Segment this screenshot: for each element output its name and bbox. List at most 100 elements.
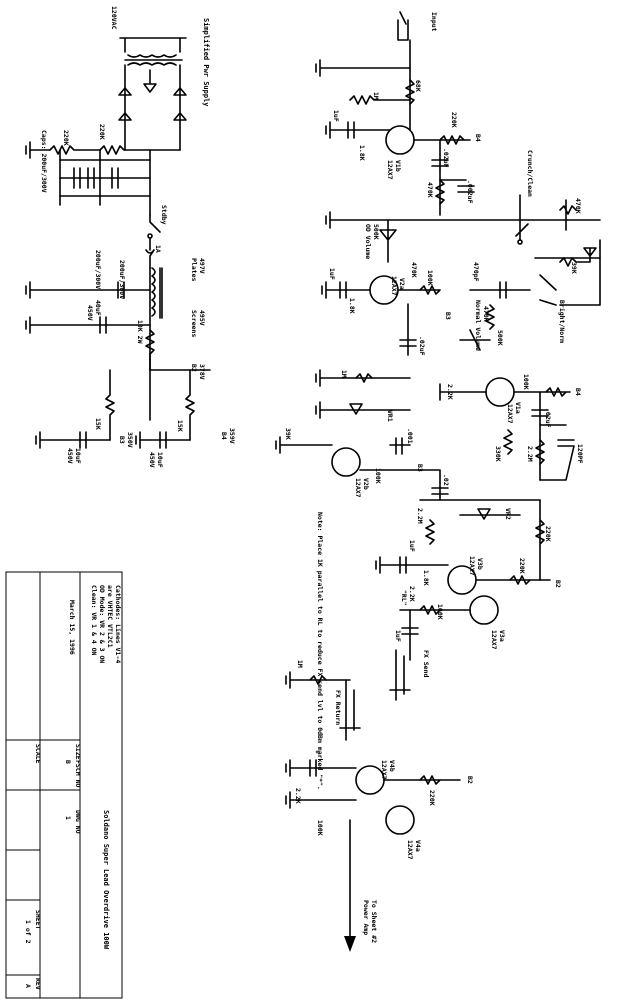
supply-c2: 200uF/300V — [118, 260, 126, 299]
standby-label: Stdby — [160, 205, 168, 225]
v4a-type: 12AX7 — [406, 840, 414, 860]
r-100k-c: 100K — [374, 468, 382, 484]
r-220k-a: 220K — [450, 112, 458, 128]
supply-r-top: 220K — [98, 124, 106, 140]
rev-value: A — [24, 984, 32, 988]
supply-r15k-b: 15K — [176, 420, 184, 432]
plates-label: Plates — [190, 258, 198, 282]
crunch-switch-label[interactable]: Crunch/Clean — [526, 150, 534, 197]
bright-switch-label[interactable]: Bright/Norm — [558, 300, 566, 343]
supply-c1: 200uF/300V — [94, 250, 102, 289]
r-220k-d: 220K — [428, 790, 436, 806]
supply-b4: B4 — [220, 432, 228, 440]
r-100k-e: 100K — [316, 820, 324, 836]
tube-v2b — [331, 447, 361, 477]
r-500k: 500K — [496, 330, 504, 346]
mains-label: 120VAC — [110, 6, 118, 30]
r-1-8k-b: 1.8K — [348, 298, 356, 314]
r-39k-b: 39K — [284, 428, 292, 440]
notes-line-1: Cathodes: Lines V1-4 — [114, 585, 122, 663]
r-2-2k-a: 2.2K — [446, 384, 454, 400]
r-330k: 330K — [494, 446, 502, 462]
v2a-label: V2a — [398, 278, 406, 290]
supply-b3-voltage: 350V — [126, 432, 134, 448]
sheet-value: 1 of 2 — [24, 920, 32, 944]
supply-b2-voltage: 378V — [198, 364, 206, 380]
supply-r-10k: 10K 2W — [136, 320, 144, 344]
r-100k-a: 100K — [426, 270, 434, 286]
r-100k-b: 100K — [522, 374, 530, 390]
supply-b3: B3 — [118, 436, 126, 444]
drawing-title: Soldano Super Lead Overdrive 100W — [102, 810, 110, 950]
fuse-label: 1A — [154, 245, 162, 253]
c-470pf: 470pF — [472, 262, 480, 282]
c-1uf-a: 1uF — [332, 110, 340, 122]
r-470k-c: 470K — [482, 306, 490, 322]
v3a-label: V3a — [498, 630, 506, 642]
fx-send-label[interactable]: FX Send — [422, 650, 430, 677]
notes-line-4: Clean: VR 1 & 4 ON — [90, 585, 98, 656]
c-1uf-d: 1uF — [394, 630, 402, 642]
to-sheet-label[interactable]: To Sheet #2 — [370, 900, 378, 943]
supply-b2: B2 — [190, 364, 198, 372]
rl-label: "RL" — [400, 590, 408, 606]
c-02-c: .02uF — [544, 408, 552, 428]
c-1uf-b: 1uF — [328, 268, 336, 280]
notes-line-3: OD Mode: VR 2 & 3 ON — [98, 585, 106, 663]
screens-voltage: 495V — [198, 310, 206, 326]
date-label: March 15, 1996 — [68, 600, 76, 655]
r-1-8k-a: 1.8K — [358, 145, 366, 161]
r-2-2m-a: 2.2M — [526, 446, 534, 462]
fx-return-label[interactable]: FX Return — [334, 690, 342, 725]
tube-v4a — [385, 805, 415, 835]
size-label: SIZE — [74, 744, 82, 760]
r-2-2k-c: 2.2K — [294, 788, 302, 804]
sheet-label: SHEET — [34, 910, 42, 930]
b2-a: B2 — [554, 580, 562, 588]
c-002: .002uF — [466, 180, 474, 204]
r-220k-b: 220K — [544, 526, 552, 542]
supply-title: Simplified Pwr Supply — [202, 18, 210, 107]
supply-c40: 40uF — [94, 300, 102, 316]
r-1m-c: 1M — [296, 660, 304, 668]
supply-b4-voltage: 359V — [228, 428, 236, 444]
v3b-type: 12AX7 — [468, 556, 476, 576]
r-100k-d: 100K — [436, 604, 444, 620]
supply-caps: Caps: 200uF/300V — [40, 130, 48, 193]
power-supply-section: Simplified Pwr Supply 120VAC 220K 220K C… — [25, 6, 236, 468]
b2-b: B2 — [466, 776, 474, 784]
r-470k-b: 470K — [574, 198, 582, 214]
c-02: .02uF — [442, 148, 450, 168]
c-120pf: 120PF — [576, 444, 584, 464]
tube-v3a — [469, 595, 499, 625]
c-02-d: .02 — [442, 474, 450, 486]
v1b-label: V1b — [394, 160, 402, 172]
r-39k: 39K — [570, 262, 578, 274]
od-vol-label[interactable]: OD Volume — [364, 224, 372, 259]
v4a-label: V4a — [414, 840, 422, 852]
r-470k-a: 470K — [426, 182, 434, 198]
normal-vol-label[interactable]: Normal Volume — [474, 300, 482, 351]
c-1uf-c: 1uF — [408, 540, 416, 552]
v4b-type: 12AX7 — [380, 760, 388, 780]
tube-v1a — [485, 377, 515, 407]
tube-v4b — [355, 765, 385, 795]
input-label: Input — [430, 12, 438, 32]
c-02-b: .02uF — [418, 336, 426, 356]
fx-note: Note: Place 1K parallel to RL to reduce … — [316, 512, 324, 790]
plates-voltage: 497V — [198, 258, 206, 274]
size-value: B — [64, 760, 72, 764]
dwg-label: DWG NO — [74, 810, 82, 834]
title-block: Cathodes: Lines V1-4 are VHTEC VTL2C1 OD… — [5, 571, 123, 999]
supply-c10b-v: 450V — [148, 452, 156, 468]
vr2-label: VR2 — [504, 508, 512, 520]
c-001: .001 — [406, 428, 414, 444]
supply-r15k-a: 15K — [94, 418, 102, 430]
supply-c10b: 10uF — [156, 452, 164, 468]
od-vol-r: 500K — [372, 224, 380, 240]
supply-c40v: 450V — [86, 305, 94, 321]
c-star: * — [312, 750, 320, 754]
v1b-type: 12AX7 — [386, 160, 394, 180]
v4b-label: V4b — [388, 760, 396, 772]
